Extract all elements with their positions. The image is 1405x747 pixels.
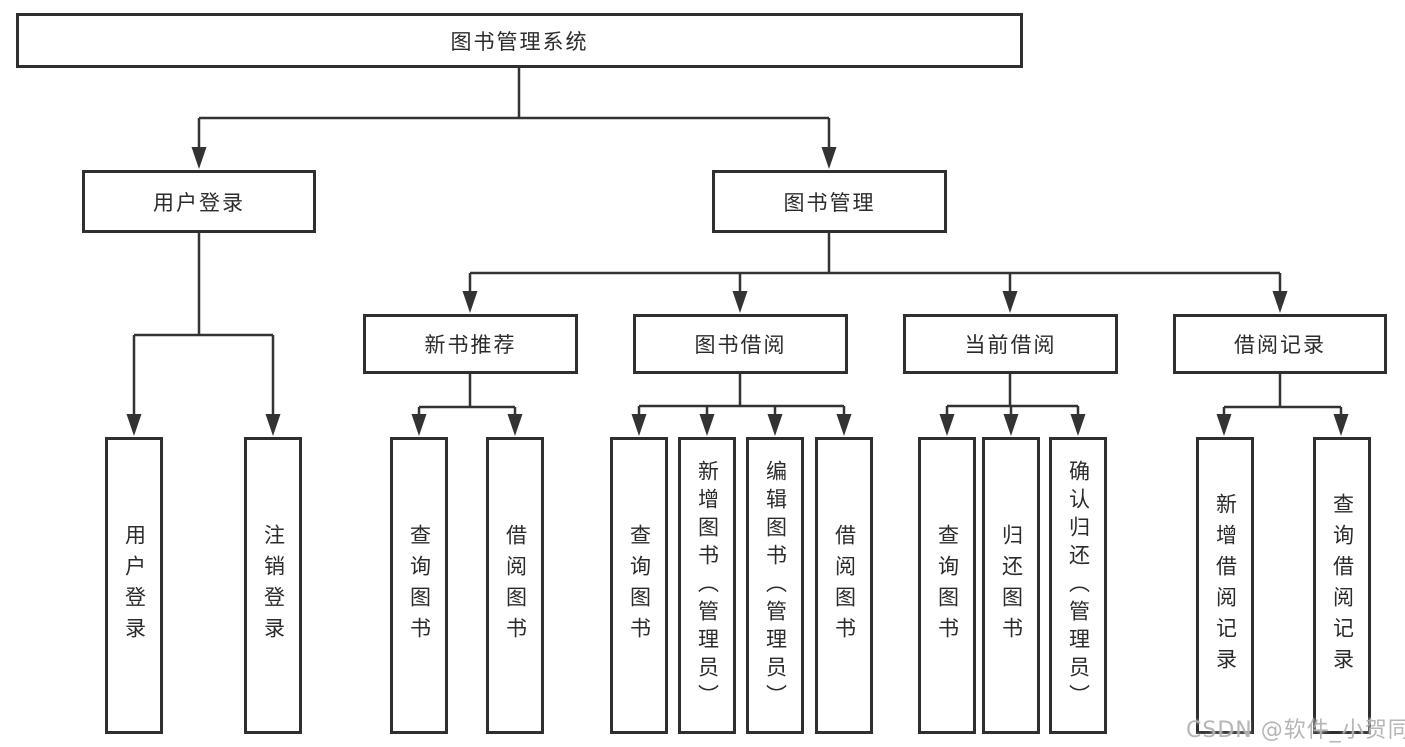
leaf-edit-books-admin: 编辑图书（管理员） bbox=[746, 437, 804, 734]
node-root-library-system: 图书管理系统 bbox=[16, 13, 1023, 68]
node-label: 查询图书 bbox=[935, 523, 960, 648]
node-label: 借阅记录 bbox=[1234, 333, 1326, 357]
leaf-return-books: 归还图书 bbox=[982, 437, 1040, 734]
node-label: 当前借阅 bbox=[964, 333, 1057, 357]
node-label: 查询借阅记录 bbox=[1330, 492, 1355, 679]
node-label: 新增借阅记录 bbox=[1213, 492, 1238, 679]
node-new-book-recommend: 新书推荐 bbox=[363, 314, 578, 374]
leaf-logout: 注销登录 bbox=[244, 437, 302, 734]
node-label: 新书推荐 bbox=[424, 333, 517, 357]
leaf-query-borrow-record: 查询借阅记录 bbox=[1313, 437, 1371, 734]
node-label: 图书管理 bbox=[783, 190, 876, 215]
node-label: 编辑图书（管理员） bbox=[763, 459, 788, 712]
node-user-login: 用户登录 bbox=[82, 170, 316, 233]
node-current-borrowing: 当前借阅 bbox=[903, 314, 1118, 374]
node-borrowing-records: 借阅记录 bbox=[1173, 314, 1387, 374]
leaf-borrow-books-2: 借阅图书 bbox=[815, 437, 873, 734]
leaf-confirm-return-admin: 确认归还（管理员） bbox=[1049, 437, 1107, 734]
node-label: 借阅图书 bbox=[503, 523, 528, 648]
leaf-add-books-admin: 新增图书（管理员） bbox=[678, 437, 736, 734]
node-label: 查询图书 bbox=[627, 523, 652, 648]
node-label: 用户登录 bbox=[153, 190, 245, 215]
leaf-query-books-2: 查询图书 bbox=[610, 437, 668, 734]
csdn-watermark: CSDN @软件_小贺同学 bbox=[1186, 718, 1405, 743]
leaf-query-books-3: 查询图书 bbox=[918, 437, 976, 734]
node-label: 图书借阅 bbox=[694, 333, 787, 357]
leaf-borrow-books-1: 借阅图书 bbox=[486, 437, 544, 734]
leaf-user-login: 用户登录 bbox=[105, 437, 163, 734]
node-book-management: 图书管理 bbox=[712, 170, 947, 233]
leaf-query-books-1: 查询图书 bbox=[390, 437, 448, 734]
node-label: 查询图书 bbox=[407, 523, 432, 648]
node-label: 确认归还（管理员） bbox=[1066, 459, 1091, 712]
arrowhead-icons bbox=[126, 147, 1349, 436]
node-label: 图书管理系统 bbox=[450, 29, 589, 54]
node-book-borrowing: 图书借阅 bbox=[633, 314, 848, 374]
node-label: 新增图书（管理员） bbox=[695, 459, 720, 712]
node-label: 借阅图书 bbox=[832, 523, 857, 648]
node-label: 注销登录 bbox=[261, 523, 286, 648]
leaf-add-borrow-record: 新增借阅记录 bbox=[1196, 437, 1254, 734]
node-label: 归还图书 bbox=[999, 523, 1024, 648]
node-label: 用户登录 bbox=[122, 523, 147, 648]
